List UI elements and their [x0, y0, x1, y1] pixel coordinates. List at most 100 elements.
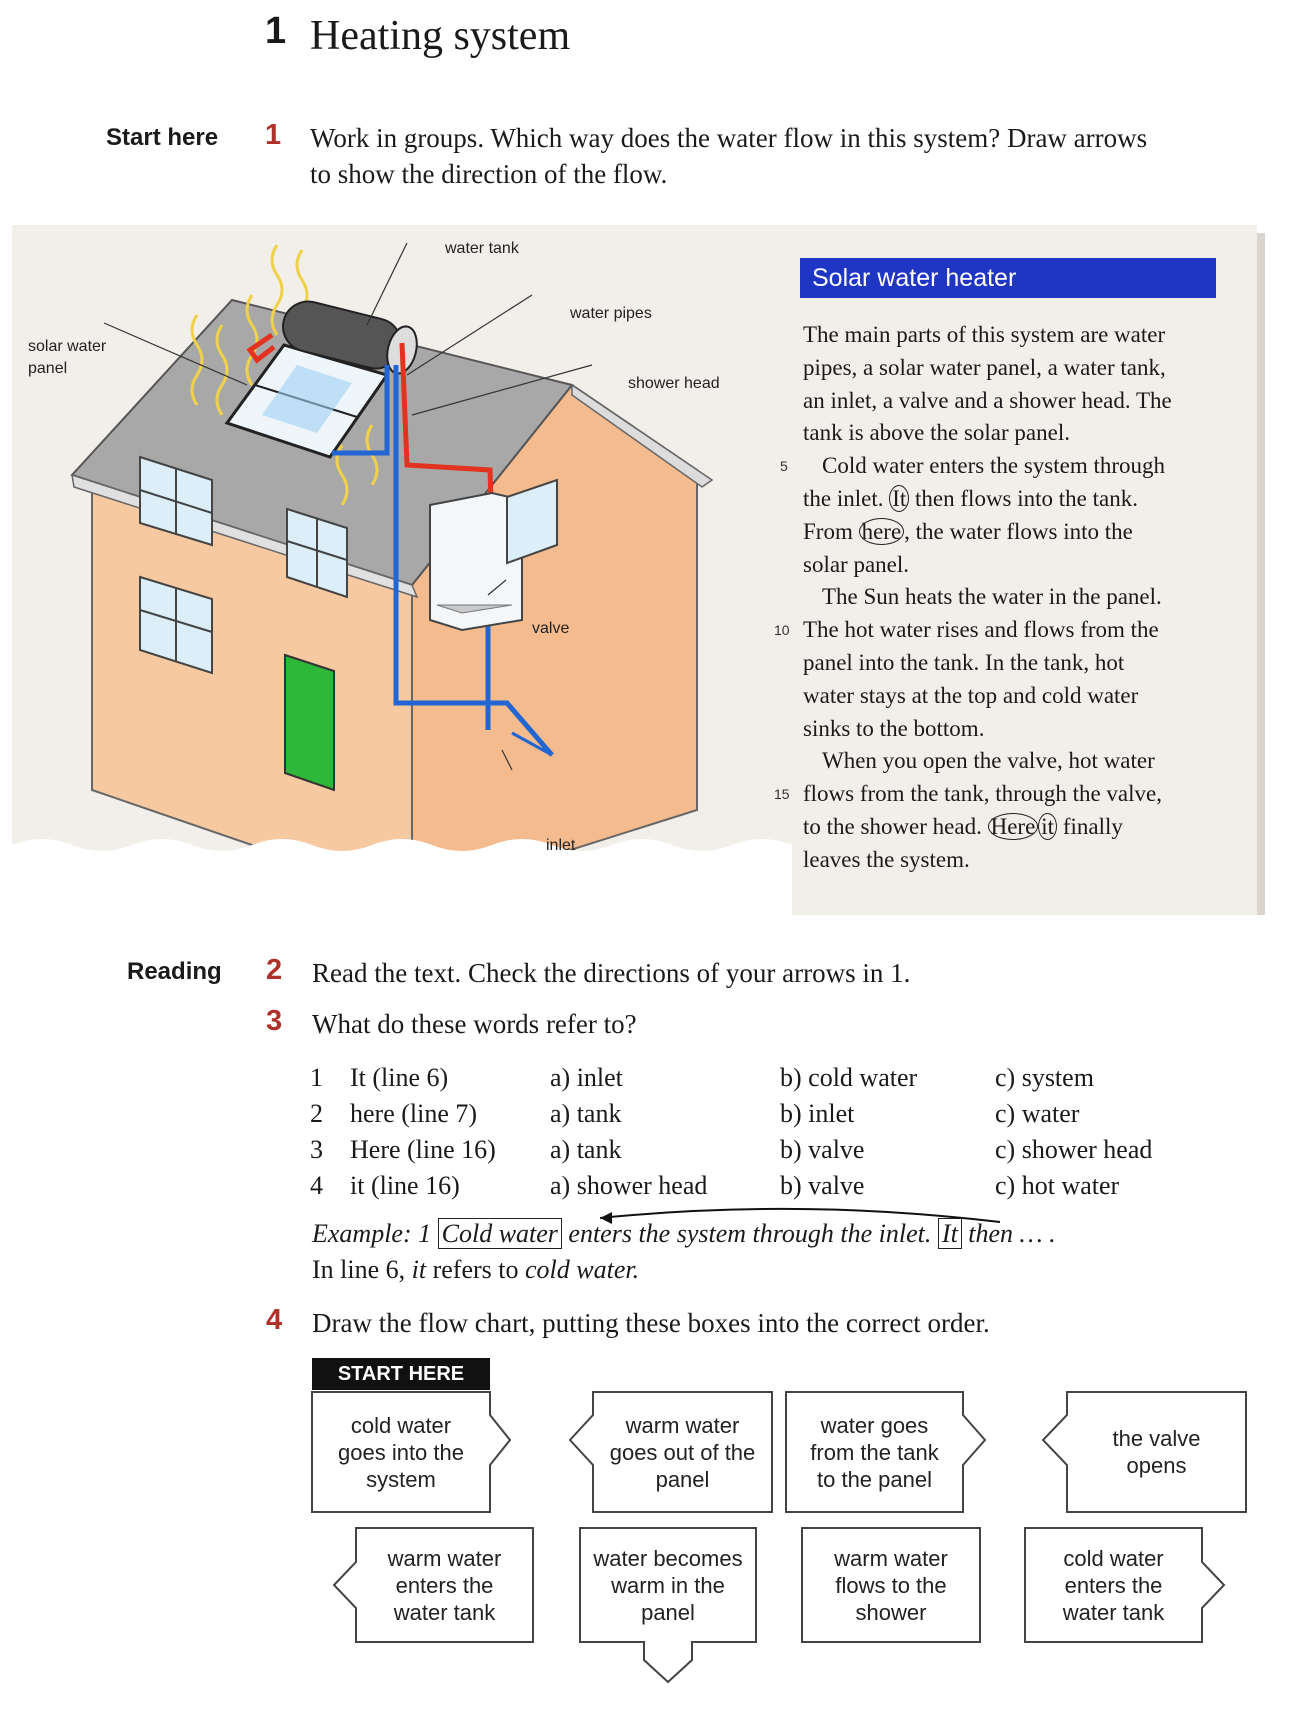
circled-word: it — [1038, 813, 1058, 840]
q3-text: What do these words refer to? — [312, 1009, 637, 1039]
table-cell: Here (line 16) — [350, 1135, 496, 1164]
flow-box-line: the valve — [1112, 1426, 1201, 1451]
reading-line: When you open the valve, hot water — [822, 748, 1155, 774]
flow-box-line: opens — [1126, 1453, 1187, 1478]
flow-box-line: enters the — [395, 1572, 494, 1598]
example-lead: Example: 1 — [312, 1219, 438, 1248]
flow-box-7 — [801, 1527, 981, 1643]
example-line2-a: In line 6, — [312, 1255, 412, 1284]
reading-line: the inlet. It then flows into the tank. — [803, 482, 1138, 515]
flow-box-8 — [1024, 1527, 1226, 1643]
label-inlet: inlet — [546, 837, 576, 854]
flow-box-line: water tank — [1062, 1599, 1165, 1625]
flow-box-1 — [311, 1391, 512, 1513]
flow-box-line: warm water — [834, 1545, 948, 1571]
flow-box-line: water tank — [393, 1599, 496, 1625]
reading-fragment: to the shower head. — [803, 814, 988, 839]
flow-box-3 — [785, 1391, 987, 1513]
label-valve: valve — [532, 620, 570, 637]
flow-box-line: panel — [655, 1466, 710, 1492]
example-arrow — [599, 1207, 1001, 1224]
example-line2-c: refers to — [426, 1255, 526, 1284]
example-line1: Example: 1 Cold water enters the system … — [312, 1216, 1056, 1252]
reading-line: panel into the tank. In the tank, hot — [803, 650, 1125, 675]
q4-number: 4 — [266, 1304, 283, 1336]
section-start-here: Start here — [106, 124, 219, 151]
flow-chart — [311, 1391, 1247, 1684]
reading-fragment: From — [803, 518, 859, 544]
front-door — [284, 653, 335, 792]
shower-cubicle — [429, 491, 523, 632]
reading-line: Cold water enters the system through — [822, 453, 1166, 479]
table-cell: a) tank — [550, 1135, 622, 1164]
front-windows — [139, 455, 348, 675]
flow-box-line: panel — [641, 1599, 695, 1625]
table-row: 3 Here (line 16) a) tank b) valve c) shower … — [310, 1132, 1195, 1168]
flow-box-4 — [1041, 1391, 1247, 1513]
example-boxed-cold-water: Cold water — [437, 1218, 562, 1249]
label-water-pipes: water pipes — [570, 305, 652, 322]
reading-line: The main parts of this system are water — [803, 322, 1166, 347]
flow-box-line: water goes — [820, 1412, 929, 1438]
example-line2-d: cold water. — [525, 1255, 640, 1284]
side-window — [506, 478, 558, 565]
panel-return-pipe — [332, 365, 390, 456]
table-cell: b) cold water — [780, 1063, 918, 1092]
reading-line: tank is above the solar panel. — [803, 420, 1070, 446]
q2-number: 2 — [266, 954, 283, 986]
cold-water-pipe — [393, 365, 554, 757]
torn-edge — [12, 839, 792, 915]
example-boxed-it: It — [937, 1218, 962, 1249]
reading-fragment: the inlet. — [803, 486, 890, 511]
table-cell: a) inlet — [550, 1063, 623, 1092]
example-line2-b: it — [411, 1255, 427, 1284]
flow-box-line: warm in the — [611, 1572, 725, 1598]
flow-box-line: cold water — [1063, 1545, 1164, 1571]
table-cell: a) shower head — [550, 1171, 708, 1200]
q1-number: 1 — [265, 119, 282, 151]
table-cell: c) hot water — [995, 1171, 1120, 1200]
reading-line: water stays at the top and cold water — [803, 682, 1139, 708]
q2-text: Read the text. Check the directions of y… — [312, 958, 911, 988]
reading-line: flows from the tank, through the valve, — [803, 781, 1162, 807]
reading-fragment: then flows into the tank. — [909, 486, 1138, 511]
example-mid: enters the system through the inlet. — [561, 1219, 938, 1248]
table-cell: c) shower head — [995, 1135, 1153, 1164]
label-shower-head: shower head — [628, 375, 720, 392]
table-cell: it (line 16) — [350, 1171, 460, 1200]
line-number: 5 — [780, 458, 788, 475]
flow-box-line: enters the — [1064, 1572, 1163, 1598]
flow-box-line: flows to the — [835, 1572, 947, 1598]
reading-line: The Sun heats the water in the panel. — [822, 584, 1162, 610]
start-here-label: START HERE — [312, 1358, 490, 1390]
table-cell: here (line 7) — [350, 1099, 478, 1128]
label-solar-panel-2: panel — [28, 360, 68, 377]
table-cell: b) valve — [780, 1135, 865, 1164]
q1-text-line2: to show the direction of the flow. — [310, 159, 668, 189]
reading-line: leaves the system. — [803, 846, 970, 872]
table-cell: 2 — [310, 1099, 323, 1128]
line-number: 15 — [774, 786, 790, 803]
table-cell: 3 — [310, 1135, 323, 1164]
circled-word: here — [858, 517, 905, 545]
flow-box-line: shower — [855, 1599, 927, 1625]
flow-box-line: goes into the — [338, 1439, 464, 1465]
line-number: 10 — [774, 622, 790, 639]
label-water-tank: water tank — [445, 240, 519, 257]
flow-box-line: goes out of the — [609, 1439, 756, 1465]
table-cell: c) system — [995, 1063, 1094, 1092]
roof-edge — [571, 383, 714, 488]
flow-box-line: cold water — [350, 1412, 452, 1438]
